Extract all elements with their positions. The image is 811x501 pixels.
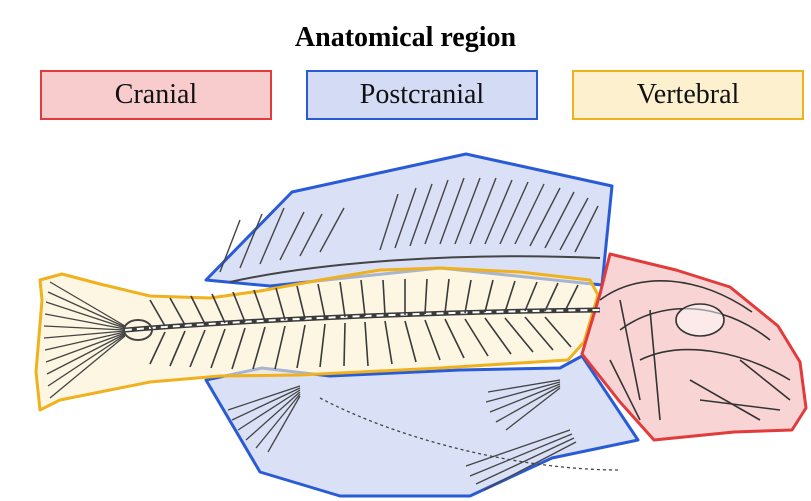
region-postcranial-dorsal: [206, 154, 612, 286]
region-postcranial-ventral: [206, 356, 638, 496]
